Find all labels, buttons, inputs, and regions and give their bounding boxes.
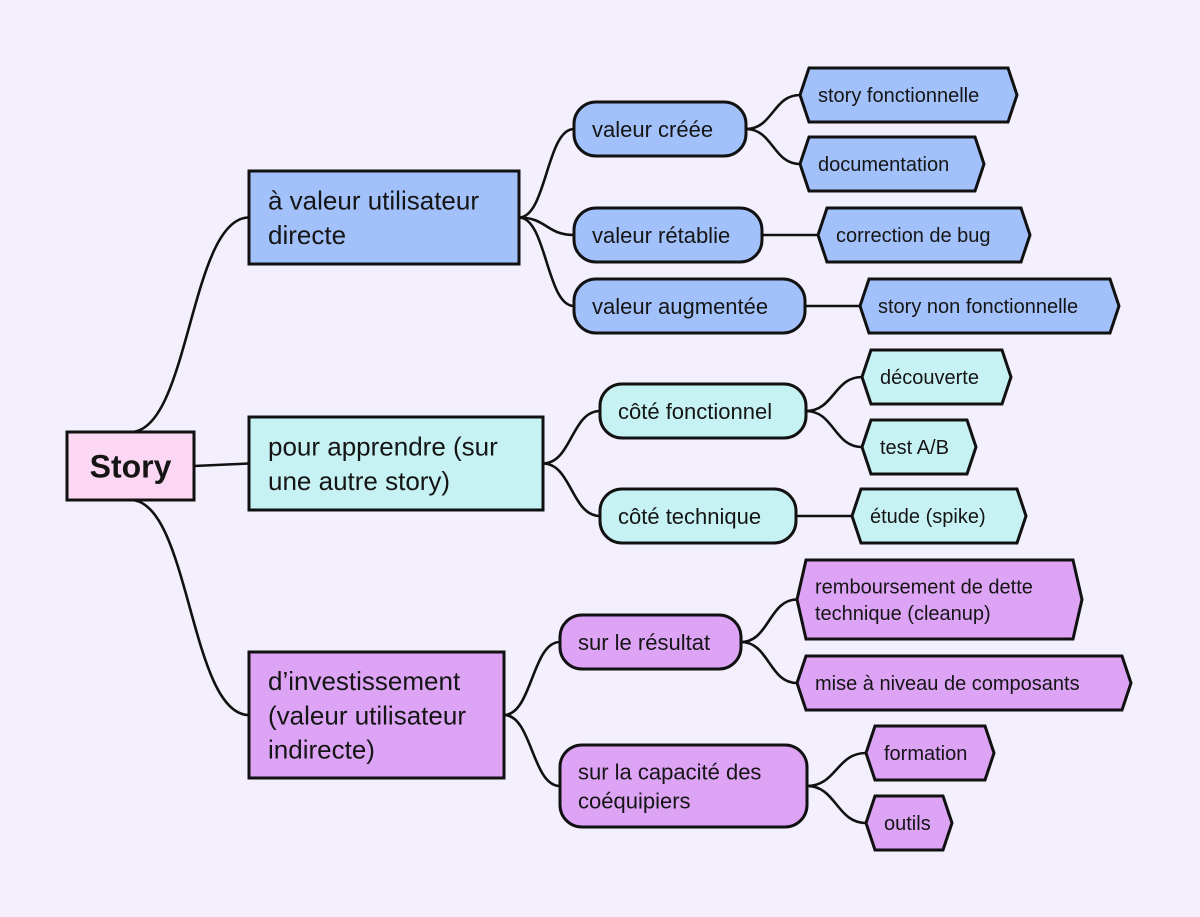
sub-node-1-2-pill — [572, 206, 764, 264]
edge-branch-2-to-sub-1 — [542, 409, 601, 465]
leaf-node-3-2-1-tag — [864, 724, 996, 782]
edge-root-to-branch-3 — [130, 498, 250, 717]
edge-sub-3-2-to-leaf-2 — [806, 784, 867, 825]
branch-node-1-box — [247, 169, 521, 266]
leaf-node-1-1-1-label-line-1: story fonctionnelle — [818, 85, 979, 107]
leaf-node-1-3-1-tag — [858, 277, 1121, 335]
leaf-node-3-2-2: outils — [864, 794, 954, 852]
leaf-node-1-2-1-label-line-1: correction de bug — [836, 225, 991, 247]
leaf-node-2-1-2-tag — [860, 418, 978, 476]
leaf-node-3-2-2-tag — [864, 794, 954, 852]
edge-sub-3-2-to-leaf-1 — [806, 751, 867, 788]
edge-sub-3-1-to-leaf-2 — [740, 640, 798, 685]
edge-root-to-branch-2 — [193, 462, 250, 468]
edge-branch-3-to-sub-1 — [503, 640, 561, 717]
leaf-node-2-1-2: test A/B — [860, 418, 978, 476]
sub-node-2-1: côté fonctionnel — [598, 382, 808, 440]
sub-node-1-1-pill — [572, 100, 748, 158]
sub-node-2-1-label-line-1: côté fonctionnel — [618, 399, 772, 424]
sub-node-3-2: sur la capacité des coéquipiers — [558, 743, 809, 829]
leaf-node-1-1-1: story fonctionnelle — [798, 66, 1019, 124]
edge-sub-1-1-to-leaf-1 — [745, 93, 801, 131]
leaf-node-3-1-1-label-line-2: technique (cleanup) — [815, 603, 991, 625]
leaf-node-3-2-2-label-line-1: outils — [884, 813, 931, 835]
connector-lines — [130, 93, 867, 825]
leaf-node-3-1-1: remboursement de dette technique (cleanup… — [795, 558, 1084, 641]
leaf-node-1-1-2: documentation — [798, 135, 986, 193]
branch-node-2-label-line-1: pour apprendre (sur — [268, 432, 498, 462]
sub-node-3-1-pill — [558, 613, 743, 671]
sub-node-2-2-label-line-1: côté technique — [618, 504, 761, 529]
edge-sub-2-1-to-leaf-2 — [805, 409, 863, 449]
branch-node-2-label-line-2: une autre story) — [268, 466, 450, 496]
leaf-node-1-3-1-label-line-1: story non fonctionnelle — [878, 296, 1078, 318]
sub-node-1-1: valeur créée — [572, 100, 748, 158]
leaf-node-1-2-1: correction de bug — [816, 206, 1032, 264]
leaf-node-3-1-2-label-line-1: mise à niveau de composants — [815, 673, 1080, 695]
leaf-node-3-1-2: mise à niveau de composants — [795, 654, 1133, 712]
edge-sub-1-1-to-leaf-2 — [745, 127, 801, 166]
leaf-node-3-1-1-label-line-1: remboursement de dette — [815, 577, 1033, 599]
leaf-node-2-2-1-tag — [850, 487, 1028, 545]
sub-node-1-1-label-line-1: valeur créée — [592, 117, 713, 142]
leaf-node-3-1-2-tag — [795, 654, 1133, 712]
leaf-node-2-1-1-tag — [860, 348, 1013, 406]
branch-node-1-label-line-2: directe — [268, 220, 346, 250]
branch-node-3-label-line-2: (valeur utilisateur — [268, 700, 466, 730]
leaf-node-1-1-2-label-line-1: documentation — [818, 154, 949, 176]
leaf-node-2-2-1: étude (spike) — [850, 487, 1028, 545]
branch-node-3-box — [247, 650, 506, 780]
sub-node-1-3: valeur augmentée — [572, 277, 807, 335]
leaf-node-2-1-1: découverte — [860, 348, 1013, 406]
sub-node-1-3-pill — [572, 277, 807, 335]
leaf-node-1-1-1-tag — [798, 66, 1019, 124]
edge-root-to-branch-1 — [130, 216, 250, 434]
leaf-node-1-1-2-tag — [798, 135, 986, 193]
sub-node-1-3-label-line-1: valeur augmentée — [592, 294, 768, 319]
edge-branch-2-to-sub-2 — [542, 462, 601, 518]
leaf-node-2-1-1-label-line-1: découverte — [880, 367, 979, 389]
sub-node-2-2: côté technique — [598, 487, 798, 545]
sub-node-3-2-pill — [558, 743, 809, 829]
branch-node-2-box — [247, 415, 545, 512]
mindmap-nodes: à valeur utilisateur directe valeur créée s… — [65, 66, 1133, 852]
sub-node-3-2-label-line-1: sur la capacité des — [578, 759, 761, 784]
leaf-node-1-2-1-tag — [816, 206, 1032, 264]
root-node-story: Story — [65, 430, 196, 502]
root-node-story-label-line-1: Story — [90, 449, 172, 485]
sub-node-3-1-label-line-1: sur le résultat — [578, 630, 710, 655]
leaf-node-3-1-1-tag — [795, 558, 1084, 641]
edge-sub-3-1-to-leaf-1 — [740, 598, 798, 644]
leaf-node-2-1-2-label-line-1: test A/B — [880, 437, 949, 459]
branch-node-3-label-line-1: d’investissement — [268, 666, 461, 696]
edge-branch-1-to-sub-3 — [518, 216, 575, 308]
root-node-story-box — [65, 430, 196, 502]
sub-node-2-2-pill — [598, 487, 798, 545]
sub-node-1-2: valeur rétablie — [572, 206, 764, 264]
leaf-node-3-2-1: formation — [864, 724, 996, 782]
edge-branch-1-to-sub-1 — [518, 127, 575, 219]
edge-sub-2-1-to-leaf-1 — [805, 375, 863, 413]
branch-node-1-label-line-1: à valeur utilisateur — [268, 186, 479, 216]
leaf-node-2-2-1-label-line-1: étude (spike) — [870, 506, 986, 528]
leaf-node-3-2-1-label-line-1: formation — [884, 743, 967, 765]
sub-node-1-2-label-line-1: valeur rétablie — [592, 223, 730, 248]
leaf-node-1-3-1: story non fonctionnelle — [858, 277, 1121, 335]
sub-node-3-2-label-line-2: coéquipiers — [578, 788, 691, 813]
branch-node-2: pour apprendre (sur une autre story) — [247, 415, 545, 512]
sub-node-3-1: sur le résultat — [558, 613, 743, 671]
branch-node-3-label-line-3: indirecte) — [268, 735, 375, 765]
edge-branch-1-to-sub-2 — [518, 216, 575, 237]
sub-node-2-1-pill — [598, 382, 808, 440]
branch-node-3: d’investissement (valeur utilisateur indir… — [247, 650, 506, 780]
edge-branch-3-to-sub-2 — [503, 713, 561, 788]
branch-node-1: à valeur utilisateur directe — [247, 169, 521, 266]
